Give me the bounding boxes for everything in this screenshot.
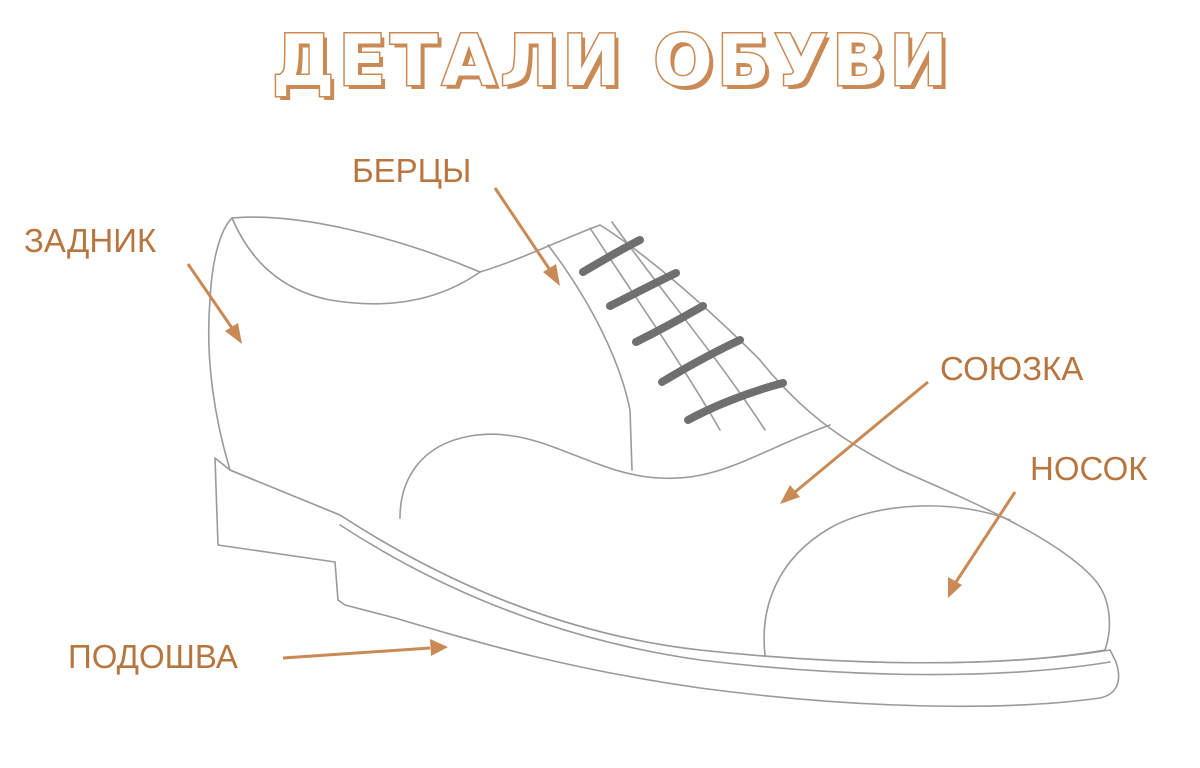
title-text: ДЕТАЛИ ОБУВИ <box>272 20 952 102</box>
label-podoshva: ПОДОШВА <box>68 638 238 675</box>
vamp-seam <box>399 424 831 519</box>
label-nosok: НОСОК <box>1030 450 1148 487</box>
title-shadow: ДЕТАЛИ ОБУВИ <box>276 24 956 106</box>
diagram-title: ДЕТАЛИ ОБУВИ ДЕТАЛИ ОБУВИ <box>271 19 956 107</box>
toe-cap-seam <box>763 505 1011 656</box>
upper <box>207 216 1111 664</box>
arrow-zadnik <box>186 263 242 344</box>
arrow-nosok <box>948 491 1017 598</box>
arrow-soyuzka <box>780 380 929 504</box>
label-soyuzka: СОЮЗКА <box>940 350 1083 387</box>
arrow-bertsy <box>493 187 560 286</box>
label-zadnik: ЗАДНИК <box>24 222 157 259</box>
lace-1 <box>579 236 644 276</box>
label-bertsy: БЕРЦЫ <box>352 152 471 189</box>
laces <box>579 236 787 424</box>
lace-4 <box>658 336 744 386</box>
lace-3 <box>632 302 707 346</box>
lace-2 <box>606 269 680 310</box>
collar <box>231 217 481 305</box>
arrow-podoshva <box>282 639 448 660</box>
tongue-left <box>589 227 721 431</box>
shoe-outline <box>207 216 1120 708</box>
welt-line <box>339 524 1111 676</box>
lace-5 <box>684 379 787 424</box>
quarter-seam <box>547 244 633 471</box>
